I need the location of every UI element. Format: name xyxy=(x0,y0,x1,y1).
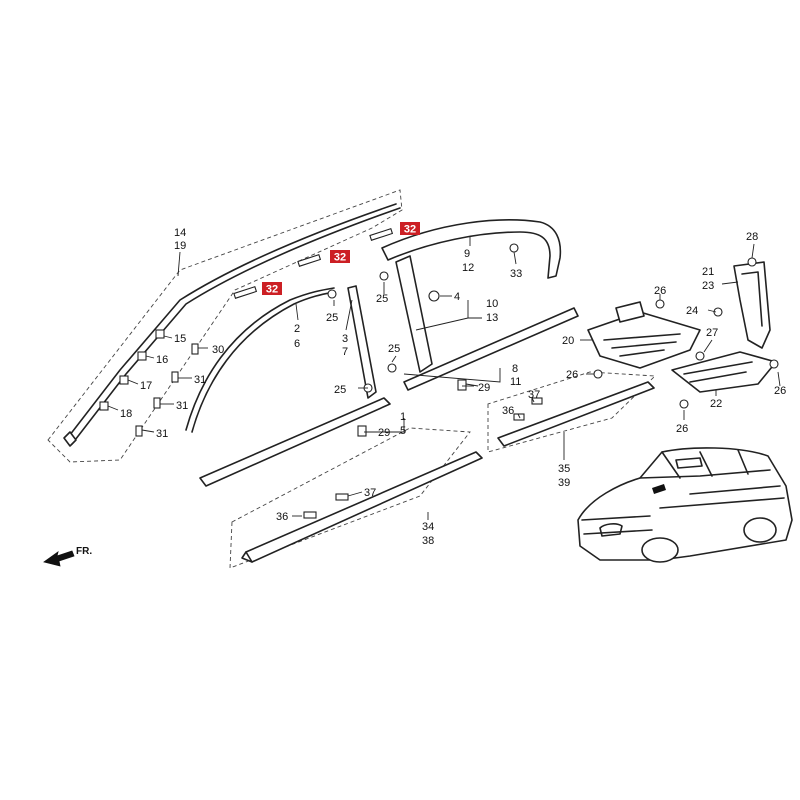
label-36-b: 36 xyxy=(276,511,288,523)
label-29-a: 29 xyxy=(378,427,390,439)
rear-door-sash-molding xyxy=(381,219,562,279)
label-16: 16 xyxy=(156,354,168,366)
roof-molding-outer xyxy=(65,203,397,441)
label-24: 24 xyxy=(686,305,698,317)
svg-text:32: 32 xyxy=(266,284,278,296)
label-37-b: 37 xyxy=(364,487,376,499)
label-17: 17 xyxy=(140,380,152,392)
label-37-a: 37 xyxy=(528,389,540,401)
label-23: 23 xyxy=(702,280,714,292)
label-25-c: 25 xyxy=(388,343,400,355)
label-15: 15 xyxy=(174,333,186,345)
label-1: 1 xyxy=(400,411,406,423)
label-25-b: 25 xyxy=(376,293,388,305)
svg-text:32: 32 xyxy=(404,224,416,236)
label-13: 13 xyxy=(486,312,498,324)
front-door-sash-molding-inner xyxy=(191,291,335,433)
side-bracket xyxy=(733,261,771,349)
label-29-b: 29 xyxy=(478,382,490,394)
rear-bracket-ribs xyxy=(603,333,681,357)
label-26-b: 26 xyxy=(654,285,666,297)
label-33: 33 xyxy=(510,268,522,280)
label-12: 12 xyxy=(462,262,474,274)
label-31-a: 31 xyxy=(194,374,206,386)
side-sill-molding-front xyxy=(245,451,483,563)
callout-32-b: 32 xyxy=(330,250,350,264)
label-36-a: 36 xyxy=(502,405,514,417)
label-35: 35 xyxy=(558,463,570,475)
lower-bracket xyxy=(671,351,777,393)
label-31-b: 31 xyxy=(176,400,188,412)
lower-bracket-ribs xyxy=(683,361,753,383)
leader-lines xyxy=(107,236,781,520)
side-sill-molding-rear xyxy=(497,381,655,447)
front-door-sash-molding xyxy=(185,287,335,431)
label-34: 34 xyxy=(422,521,434,533)
label-26-c: 26 xyxy=(676,423,688,435)
label-9: 9 xyxy=(464,248,470,260)
label-27: 27 xyxy=(706,327,718,339)
label-22: 22 xyxy=(710,398,722,410)
rear-pillar-garnish xyxy=(395,255,433,373)
side-sill-molding-front-end xyxy=(241,551,253,563)
clip-group-32 xyxy=(233,228,394,299)
label-38: 38 xyxy=(422,535,434,547)
fastener-group xyxy=(303,243,779,519)
label-14: 14 xyxy=(174,227,186,239)
label-20: 20 xyxy=(562,335,574,347)
callout-32-a: 32 xyxy=(262,282,282,296)
label-8: 8 xyxy=(512,363,518,375)
label-18: 18 xyxy=(120,408,132,420)
group-box-rear-sill xyxy=(487,371,657,453)
callout-32-c: 32 xyxy=(400,222,420,236)
vehicle-illustration xyxy=(577,447,793,563)
group-box-roof xyxy=(47,189,403,463)
label-5: 5 xyxy=(400,425,406,437)
label-25-d: 25 xyxy=(334,384,346,396)
label-19: 19 xyxy=(174,240,186,252)
label-11: 11 xyxy=(510,376,521,388)
label-28: 28 xyxy=(746,231,758,243)
label-39: 39 xyxy=(558,477,570,489)
label-25-a: 25 xyxy=(326,312,338,324)
label-3: 3 xyxy=(342,333,348,345)
label-26-a: 26 xyxy=(566,369,578,381)
part-labels: 14 19 15 16 17 18 30 31 31 31 2 6 25 3 7… xyxy=(120,227,786,547)
label-26-d: 26 xyxy=(774,385,786,397)
clip-group-left xyxy=(99,329,199,437)
rear-belt-molding xyxy=(403,307,579,391)
forward-arrow-icon xyxy=(43,550,75,567)
label-10: 10 xyxy=(486,298,498,310)
label-7: 7 xyxy=(342,346,348,358)
label-21: 21 xyxy=(702,266,714,278)
svg-text:32: 32 xyxy=(334,252,346,264)
label-30: 30 xyxy=(212,344,224,356)
forward-label: FR. xyxy=(76,546,92,557)
forward-arrow: FR. xyxy=(43,546,92,567)
label-4: 4 xyxy=(454,291,460,303)
front-belt-molding xyxy=(199,397,391,487)
front-pillar-garnish xyxy=(347,285,377,399)
roof-molding-end-cap xyxy=(63,431,77,447)
roof-molding-inner xyxy=(71,207,401,445)
rear-bracket-tab xyxy=(615,301,645,323)
side-bracket-inner xyxy=(741,271,763,327)
label-2: 2 xyxy=(294,323,300,335)
group-box-lower-sill xyxy=(229,427,471,569)
label-31-c: 31 xyxy=(156,428,168,440)
label-6: 6 xyxy=(294,338,300,350)
